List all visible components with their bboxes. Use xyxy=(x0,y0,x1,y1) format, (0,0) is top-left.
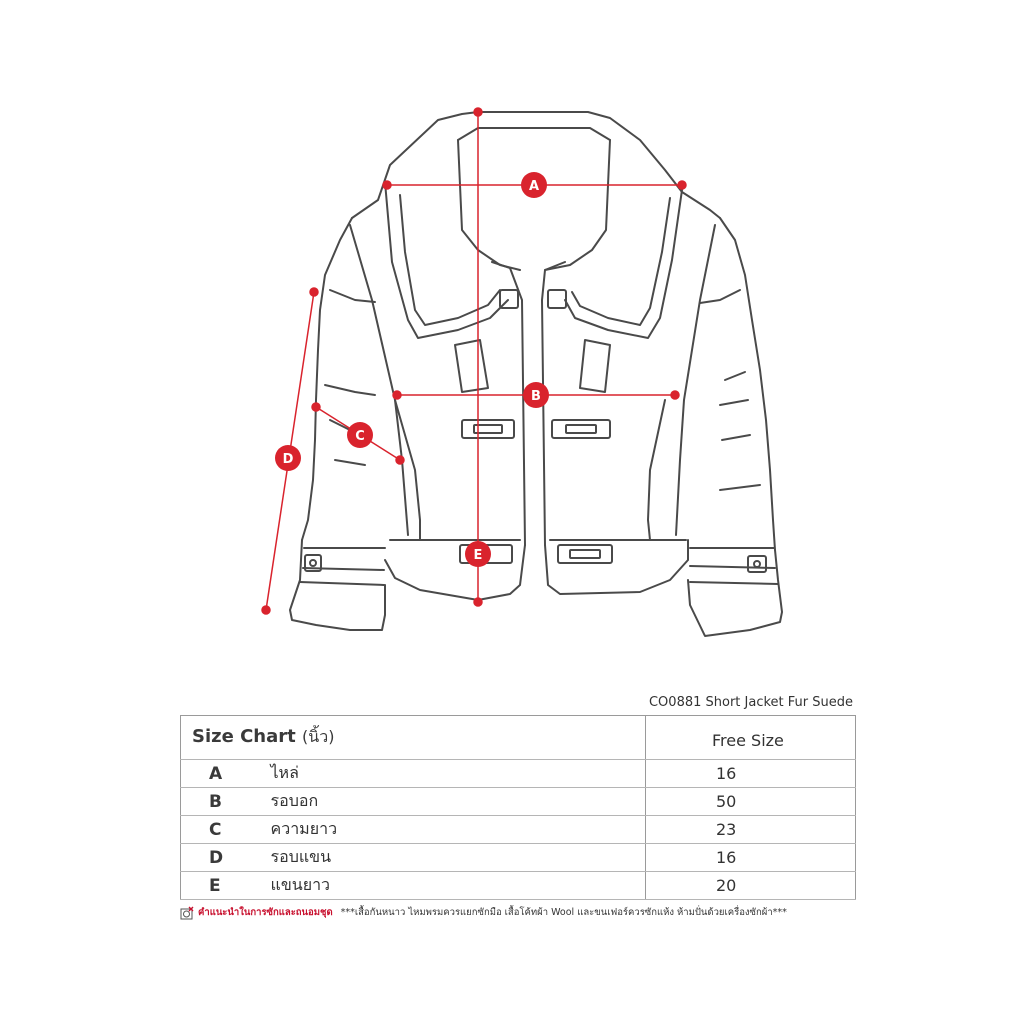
row-measurement-name: รอบแขน xyxy=(270,843,646,872)
size-chart-title-cell: Size Chart (นิ้ว) xyxy=(180,715,646,760)
row-measurement-name: ความยาว xyxy=(270,815,646,844)
row-measurement-name: แขนยาว xyxy=(270,871,646,900)
measurement-lines xyxy=(261,107,687,615)
care-text: ***เสื้อกันหนาว ไหมพรมควรแยกซักมือ เสื้อ… xyxy=(340,907,787,918)
row-letter: C xyxy=(180,815,271,844)
svg-text:E: E xyxy=(474,548,483,563)
row-letter: A xyxy=(180,759,271,788)
care-label: คำแนะนำในการซักและถนอมชุด xyxy=(198,907,333,918)
row-letter: E xyxy=(180,871,271,900)
row-value: 50 xyxy=(645,787,856,816)
table-row: A ไหล่ 16 xyxy=(180,759,856,788)
dot-e-top xyxy=(473,107,483,117)
size-chart-header: Size Chart (นิ้ว) Free Size xyxy=(180,715,856,760)
marker-b: B xyxy=(523,382,549,408)
dot-a-right xyxy=(677,180,687,190)
size-chart-table: Size Chart (นิ้ว) Free Size A ไหล่ 16 B … xyxy=(180,715,856,900)
svg-text:A: A xyxy=(529,179,539,194)
dot-d-bottom xyxy=(261,605,271,615)
care-instructions: คำแนะนำในการซักและถนอมชุด ***เสื้อกันหนา… xyxy=(180,905,880,920)
dot-c-bottom xyxy=(395,455,405,465)
dot-e-bottom xyxy=(473,597,483,607)
table-row: B รอบอก 50 xyxy=(180,787,856,816)
dot-a-left xyxy=(382,180,392,190)
svg-text:B: B xyxy=(531,389,541,404)
marker-c: C xyxy=(347,422,373,448)
marker-d: D xyxy=(275,445,301,471)
row-value: 16 xyxy=(645,843,856,872)
row-letter: B xyxy=(180,787,271,816)
row-value: 20 xyxy=(645,871,856,900)
free-size-header: Free Size xyxy=(645,715,856,760)
table-row: C ความยาว 23 xyxy=(180,815,856,844)
svg-text:D: D xyxy=(283,452,294,467)
jacket-illustration xyxy=(289,111,783,637)
row-measurement-name: ไหล่ xyxy=(270,759,646,788)
jacket-measurement-diagram: A B C D E xyxy=(261,107,783,637)
size-chart-title: Size Chart xyxy=(192,726,296,747)
wash-care-icon xyxy=(180,906,194,919)
product-title: CO0881 Short Jacket Fur Suede xyxy=(648,695,853,710)
dot-b-left xyxy=(392,390,402,400)
row-letter: D xyxy=(180,843,271,872)
row-measurement-name: รอบอก xyxy=(270,787,646,816)
marker-e: E xyxy=(465,541,491,567)
size-chart-unit: (นิ้ว) xyxy=(302,727,335,746)
marker-a: A xyxy=(521,172,547,198)
row-value: 16 xyxy=(645,759,856,788)
table-row: D รอบแขน 16 xyxy=(180,843,856,872)
dot-c-top xyxy=(311,402,321,412)
dot-d-top xyxy=(309,287,319,297)
row-value: 23 xyxy=(645,815,856,844)
table-row: E แขนยาว 20 xyxy=(180,871,856,900)
svg-text:C: C xyxy=(355,429,365,444)
dot-b-right xyxy=(670,390,680,400)
